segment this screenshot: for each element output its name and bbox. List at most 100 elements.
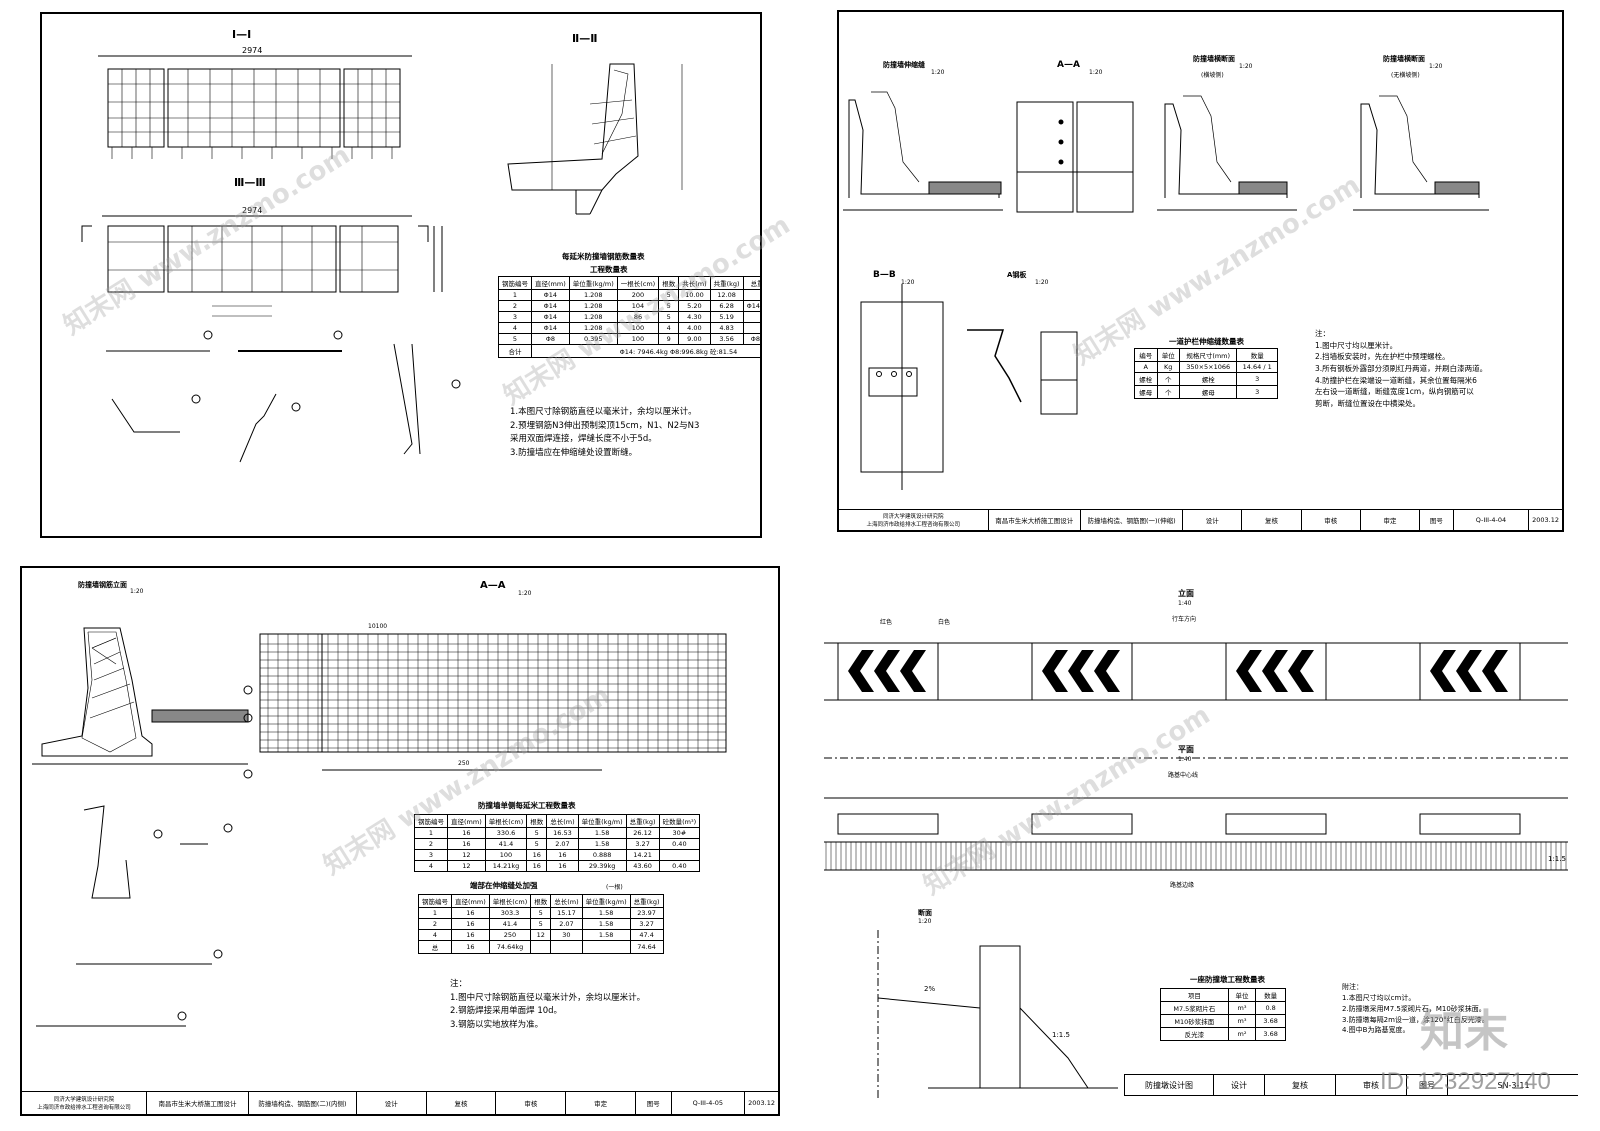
chevron-icon <box>1430 650 1456 692</box>
sheet3-table1-cell: 100 <box>484 849 528 861</box>
sheet4-view-2-note: 路基中心线 <box>1168 772 1199 779</box>
tb-approve: 审定 <box>566 1092 636 1114</box>
sheet3-table1-cell: 1 <box>414 827 448 839</box>
sheet3-table2-cell: 16 <box>451 907 490 919</box>
sheet1-table-cell: 4.30 <box>678 311 711 323</box>
sheet1-table-cell: 5 <box>498 333 532 345</box>
sheet3-view-1-scale: 1:20 <box>130 588 144 595</box>
sheet1-table-cell: 9 <box>658 333 680 345</box>
section-title-2-2: Ⅱ—Ⅱ <box>572 32 598 45</box>
sheet3-table2-cell: 总 <box>418 940 452 954</box>
sheet4-table-cell: M10砂浆抹面 <box>1160 1014 1229 1028</box>
sheet1-table-header-cell: 单位重(kg/m) <box>568 276 618 290</box>
sheet1-table-cell: 1.208 <box>568 300 618 312</box>
sheet2-table-cell: 3 <box>1236 372 1278 386</box>
tb-title: 防撞墩设计图 <box>1125 1075 1214 1095</box>
drawing-sheet-1: Ⅰ—Ⅰ Ⅱ—Ⅱ Ⅲ—Ⅲ 2974 2974 每延米防撞墙钢筋数量表 工程数量表 … <box>40 12 762 538</box>
sheet3-table1-cell: 26.12 <box>625 827 660 839</box>
tb-check: 复核 <box>1242 510 1302 530</box>
sheet3-table1-cell: 14.21 <box>625 849 660 861</box>
sheet2-table-cell: 3 <box>1236 385 1278 399</box>
note-line: 3.防撞墩每隔2m设一道，涂120°红白反光漆。 <box>1342 1015 1489 1024</box>
chevron-icon <box>848 650 874 692</box>
plan-block <box>1419 813 1521 835</box>
sheet3-view-2-scale: 1:20 <box>518 590 532 597</box>
sheet2-table-cell: 个 <box>1156 372 1180 386</box>
sheet2-view-6-scale: 1:20 <box>1035 279 1049 286</box>
sheet1-table-cell: 1 <box>498 289 532 301</box>
sheet1-table-header-cell: 根数 <box>658 276 680 290</box>
note-line: 注： <box>1315 329 1330 338</box>
sheet3-table1-cell: 16 <box>526 860 548 872</box>
drawing-sheet-4: 立面 1:40 行车方向 红色 白色 平面 1:40 路基中心线 路基边缘 1:… <box>818 558 1578 1116</box>
sheet3-table2-cell: 15.17 <box>550 907 583 919</box>
sheet3-table2-cell: 74.64kg <box>488 940 532 954</box>
sheet1-table-cell: Φ14 <box>531 300 570 312</box>
sheet3-table1-cell: 12 <box>447 849 486 861</box>
sheet3-table1-cell: 43.60 <box>625 860 660 872</box>
slope-percent: 2% <box>924 985 936 993</box>
sheet3-table2-cell: 1.58 <box>581 907 631 919</box>
sheet3-table1-cell: 12 <box>447 860 486 872</box>
sheet3-dim-b: 250 <box>458 760 470 767</box>
chevron-icon <box>1042 650 1068 692</box>
tb-no: Q-III-4-04 <box>1454 510 1530 530</box>
sheet3-table2-cell <box>550 940 583 954</box>
sheet1-table-cell: 1.208 <box>568 289 618 301</box>
sheet1-table-cell: 100 <box>616 322 660 334</box>
sheet1-table-cell: 2 <box>498 300 532 312</box>
sheet3-view-1-title: 防撞墙钢筋立面 <box>78 581 127 589</box>
tb-no: Q-III-4-05 <box>672 1092 746 1114</box>
sheet3-table1-cell: 16.53 <box>546 827 579 839</box>
slope-ratio: 1:1.5 <box>1548 855 1566 863</box>
sheet2-view-5-title: B—B <box>873 270 896 280</box>
sheet3-table1-header-cell: 钢筋编号 <box>414 814 448 828</box>
note-line: 3.防撞墙应在伸缩缝处设置断缝。 <box>510 447 638 458</box>
tb-review: 审核 <box>496 1092 567 1114</box>
sheet3-table2-cell: 1.58 <box>581 929 631 941</box>
sheet3-table1-cell <box>658 849 701 861</box>
sheet3-table2-cell: 2 <box>418 918 452 930</box>
plan-block <box>1031 813 1133 835</box>
sheet4-view-3-title: 断面 <box>918 909 932 917</box>
sheet4-table-header-cell: 单位 <box>1227 988 1257 1002</box>
sheet4-view-1-scale: 1:40 <box>1178 600 1192 607</box>
sheet4-linework <box>824 642 1568 1098</box>
sheet2-view-1-scale: 1:20 <box>931 69 945 76</box>
sheet3-table1-cell: 3.27 <box>625 838 660 850</box>
sheet1-table-cell: 3.56 <box>709 333 744 345</box>
tb-date: 2003.12 <box>748 1099 775 1107</box>
sheet2-view-4-sub: (无横坡侧) <box>1391 72 1420 79</box>
sheet3-linework <box>32 627 727 1027</box>
sheet2-table-cell: 螺母 <box>1178 385 1238 399</box>
sheet3-table2-cell: 47.4 <box>629 929 664 941</box>
sheet4-table-cell: 3.68 <box>1255 1014 1286 1028</box>
sheet3-table1-cell: 5 <box>526 827 548 839</box>
sheet3-table2-cell: 1 <box>418 907 452 919</box>
sheet1-table-cell: 0.395 <box>568 333 618 345</box>
sheet2-table-header-cell: 规格尺寸(mm) <box>1178 348 1238 362</box>
sheet4-view-2-note2: 路基边缘 <box>1170 882 1195 889</box>
sheet3-table1-cell: 16 <box>447 838 486 850</box>
sheet3-table1-cell: 2 <box>414 838 448 850</box>
sheet4-table-cell: 反光漆 <box>1160 1027 1229 1041</box>
sheet1-table-cell: 4.00 <box>678 322 711 334</box>
note-line: 1.图中尺寸均以厘米计。 <box>1315 340 1398 350</box>
sheet2-table-header-cell: 单位 <box>1156 348 1180 362</box>
sheet4-view-2-title: 平面 <box>1178 745 1194 754</box>
sheet2-view-4-title: 防撞墙横断面 <box>1383 55 1425 63</box>
sheet3-table1-cell: 2.07 <box>546 838 579 850</box>
sheet1-table-cell: 4.83 <box>709 322 744 334</box>
plan-block <box>837 813 939 835</box>
tb-no-label: 图号 <box>1420 510 1454 530</box>
section-title-1-1: Ⅰ—Ⅰ <box>232 28 252 41</box>
sheet3-table1-cell: 0.40 <box>658 860 701 872</box>
chevron-icon <box>900 650 926 692</box>
